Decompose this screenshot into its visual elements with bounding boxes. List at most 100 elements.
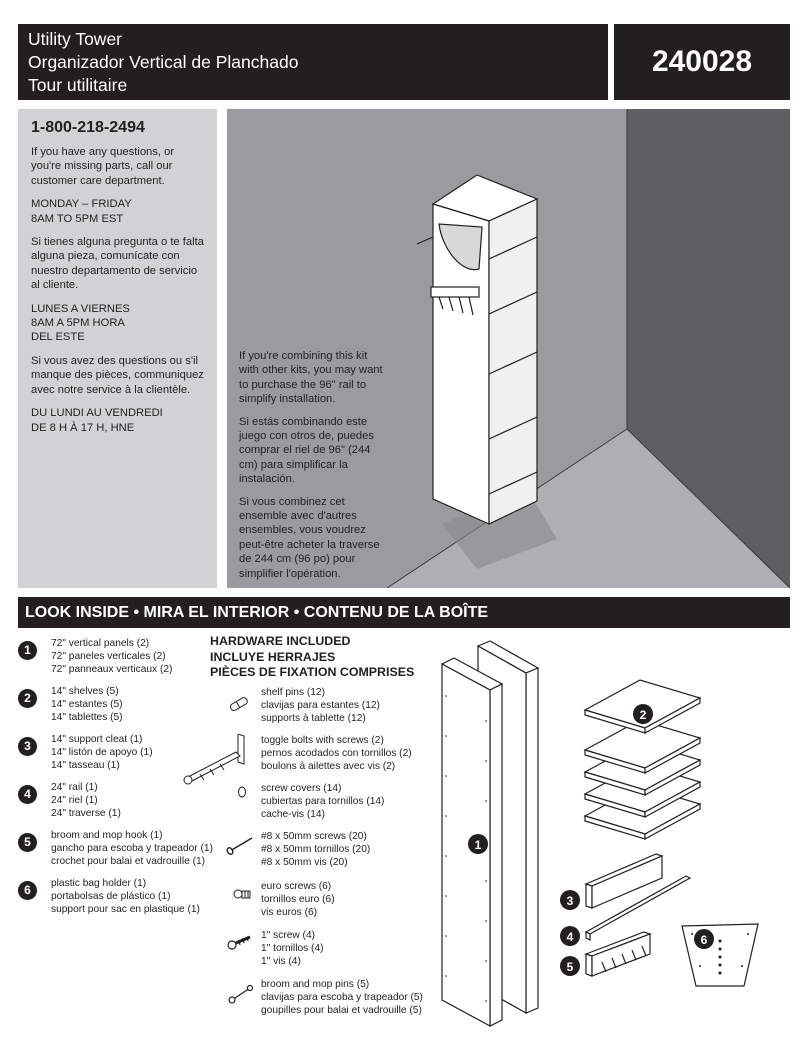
part-label-spanish: 24" riel (1) (51, 795, 98, 806)
help-text-spanish: Si tienes alguna pregunta o te falta alg… (31, 236, 204, 292)
part-label-english: 14" shelves (5) (51, 686, 119, 697)
hardware-label-french: supports à tablette (12) (261, 713, 366, 724)
part-number-badge: 3 (18, 737, 37, 756)
list-item: 2 14" shelves (5) 14" estantes (5) 14" t… (18, 685, 208, 733)
hardware-heading-english: HARDWARE INCLUDED (210, 634, 351, 648)
hardware-label-spanish: clavijas para escoba y trapeador (5) (261, 992, 423, 1003)
hardware-label-spanish: #8 x 50mm tornillos (20) (261, 844, 371, 855)
hook-badge-label: 5 (567, 960, 574, 974)
part-number-badge: 5 (18, 833, 37, 852)
hook-badge (560, 956, 580, 976)
rail-badge-label: 4 (567, 930, 574, 944)
toggle-bolt-icon (183, 734, 245, 785)
screw-cover-icon (238, 786, 246, 798)
list-item: 5 broom and mop hook (1) gancho para esc… (18, 829, 213, 877)
part-label-spanish: 14" listón de apoyo (1) (51, 747, 153, 758)
hardware-label-english: toggle bolts with screws (2) (261, 735, 384, 746)
hardware-label-spanish: clavijas para estantes (12) (261, 700, 380, 711)
phone-number: 1-800-218-2494 (31, 119, 145, 136)
hardware-label-english: shelf pins (12) (261, 687, 325, 698)
part-label-spanish: portabolsas de plástico (1) (51, 891, 171, 902)
vertical-panels-drawing (440, 640, 540, 1028)
support-cleat-drawing (584, 853, 664, 909)
hardware-label-english: euro screws (6) (261, 881, 332, 892)
shelves-badge-label: 2 (640, 708, 647, 722)
bag-holder-badge-label: 6 (701, 933, 708, 947)
hardware-label-french: goupilles pour balai et vadrouille (5) (261, 1005, 422, 1016)
hardware-label-spanish: 1" tornillos (4) (261, 943, 324, 954)
panels-badge (468, 834, 488, 854)
hardware-label-english: #8 x 50mm screws (20) (261, 831, 367, 842)
list-item: 3 14" support cleat (1) 14" listón de ap… (18, 733, 208, 781)
hardware-label-french: vis euros (6) (261, 907, 318, 918)
rail-drawing (584, 875, 692, 941)
title-block: Utility Tower Organizador Vertical de Pl… (18, 24, 608, 100)
rail-badge (560, 926, 580, 946)
parts-list: 1 72" vertical panels (2) 72" paneles ve… (18, 637, 213, 925)
part-label-french: 14" tablettes (5) (51, 712, 123, 723)
part-number-badge: 1 (18, 641, 37, 660)
hardware-heading-french: PIÈCES DE FIXATION COMPRISES (210, 665, 415, 679)
long-screw-icon (226, 837, 253, 855)
hardware-label-english: screw covers (14) (261, 783, 342, 794)
part-label-spanish: 14" estantes (5) (51, 699, 123, 710)
title-english: Utility Tower (28, 29, 123, 49)
panels-badge-label: 1 (475, 838, 482, 852)
hardware-label-french: boulons à ailettes avec vis (2) (261, 761, 396, 772)
tower-unit (416, 174, 539, 525)
hardware-label-french: 1" vis (4) (261, 956, 301, 967)
part-label-spanish: 72" paneles verticales (2) (51, 651, 166, 662)
short-screw-icon (227, 935, 251, 950)
part-label-english: plastic bag holder (1) (51, 878, 147, 889)
mop-pin-icon (228, 984, 254, 1004)
part-label-french: 72" panneaux verticaux (2) (51, 664, 173, 675)
parts-diagram: 1 2 3 4 5 6 (440, 640, 759, 1028)
hours-time: 8AM TO 5PM EST (31, 212, 124, 225)
hardware-label-spanish: tornillos euro (6) (261, 894, 335, 905)
product-number: 240028 (614, 24, 790, 100)
part-label-english: 14" support cleat (1) (51, 734, 143, 745)
part-label-spanish: gancho para escoba y trapeador (1) (51, 843, 213, 854)
hardware-label-english: 1" screw (4) (261, 930, 315, 941)
part-label-french: support pour sac en plastique (1) (51, 904, 200, 915)
part-label-french: crochet pour balai et vadrouille (1) (51, 856, 206, 867)
part-label-french: 24" traverse (1) (51, 808, 121, 819)
hours-time: 8AM A 5PM HORA (31, 317, 125, 330)
help-text-english: If you have any questions, or you're mis… (31, 146, 175, 187)
hours-zone: DEL ESTE (31, 331, 85, 344)
part-label-english: 72" vertical panels (2) (51, 638, 150, 649)
rail-note-french: Si vous combinez cet ensemble avec d'aut… (239, 495, 380, 580)
part-label-english: 24" rail (1) (51, 782, 98, 793)
shelves-drawing (583, 679, 702, 841)
rail-note-spanish: Si estás combinando este juego con otros… (239, 415, 374, 486)
shelf-pin-icon (229, 697, 248, 711)
list-item: 4 24" rail (1) 24" riel (1) 24" traverse… (18, 781, 208, 829)
section-title: LOOK INSIDE • MIRA EL INTERIOR • CONTENU… (18, 597, 790, 628)
cleat-badge (560, 890, 580, 910)
bag-holder-drawing (681, 923, 759, 987)
title-french: Tour utilitaire (28, 75, 128, 95)
rail-note: If you're combining this kit with other … (239, 349, 389, 588)
hours-days: DU LUNDI AU VENDREDI (31, 407, 163, 420)
hardware-label-spanish: cubiertas para tornillos (14) (261, 796, 385, 807)
hardware-label-french: #8 x 50mm vis (20) (261, 857, 348, 868)
list-item: 1 72" vertical panels (2) 72" paneles ve… (18, 637, 208, 685)
list-item: 6 plastic bag holder (1) portabolsas de … (18, 877, 208, 925)
room-corner-drawing (227, 109, 790, 588)
mop-hook-drawing (584, 931, 652, 977)
hardware-heading: HARDWARE INCLUDED INCLUYE HERRAJES PIÈCE… (210, 634, 414, 681)
shelves-badge (633, 704, 653, 724)
part-label-french: 14" tasseau (1) (51, 760, 120, 771)
rail-note-english: If you're combining this kit with other … (239, 350, 383, 406)
hours-time: DE 8 H À 17 H, HNE (31, 421, 135, 434)
part-number-badge: 6 (18, 881, 37, 900)
help-text-french: Si vous avez des questions ou s'il manqu… (31, 354, 204, 396)
hardware-heading-spanish: INCLUYE HERRAJES (210, 649, 336, 664)
bag-holder-badge (694, 929, 714, 949)
euro-screw-icon (233, 889, 251, 899)
hours-days: LUNES A VIERNES (31, 302, 130, 315)
contact-panel: 1-800-218-2494 If you have any questions… (18, 109, 217, 588)
